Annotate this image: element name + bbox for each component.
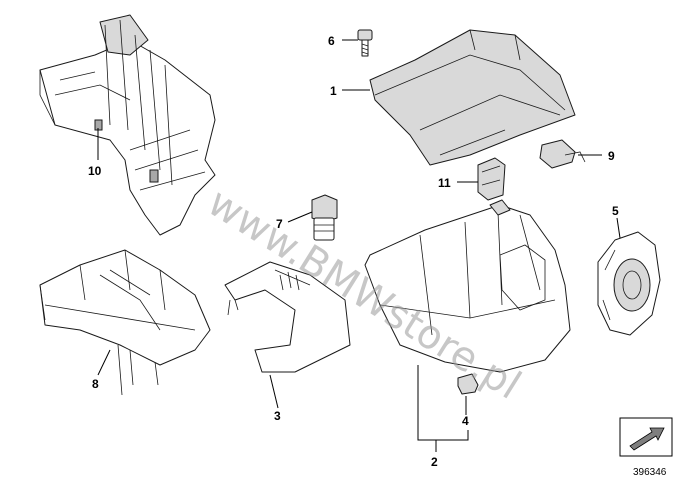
callout-1: 1 [330, 84, 337, 98]
part-10-fuse-carrier [39, 14, 216, 236]
part-7-fuse-plug [311, 194, 338, 241]
callout-2: 2 [431, 455, 438, 469]
part-3-bracket [224, 261, 351, 373]
callout-4: 4 [462, 414, 469, 428]
callout-11: 11 [438, 176, 451, 190]
part-11-grommet [477, 157, 506, 201]
part-4-grommet [457, 373, 479, 395]
part-6-screw [357, 29, 373, 57]
leader-lines [97, 39, 621, 452]
direction-arrow-icon [629, 427, 665, 451]
part-5-round-cover [597, 231, 661, 336]
part-9-clip [539, 139, 586, 169]
document-number: 396346 [633, 467, 667, 478]
part-8-holder [39, 249, 211, 396]
part-2-housing [364, 199, 571, 373]
callout-labels: 6 1 10 7 11 9 5 8 3 4 2 [88, 34, 619, 469]
callout-5: 5 [612, 204, 619, 218]
view-direction-box: 396346 [619, 417, 673, 478]
callout-7: 7 [276, 217, 283, 231]
callout-6: 6 [328, 34, 335, 48]
callout-10: 10 [88, 164, 102, 178]
callout-3: 3 [274, 409, 281, 423]
callout-9: 9 [608, 149, 615, 163]
part-1-cover [369, 29, 576, 166]
callout-8: 8 [92, 377, 99, 391]
